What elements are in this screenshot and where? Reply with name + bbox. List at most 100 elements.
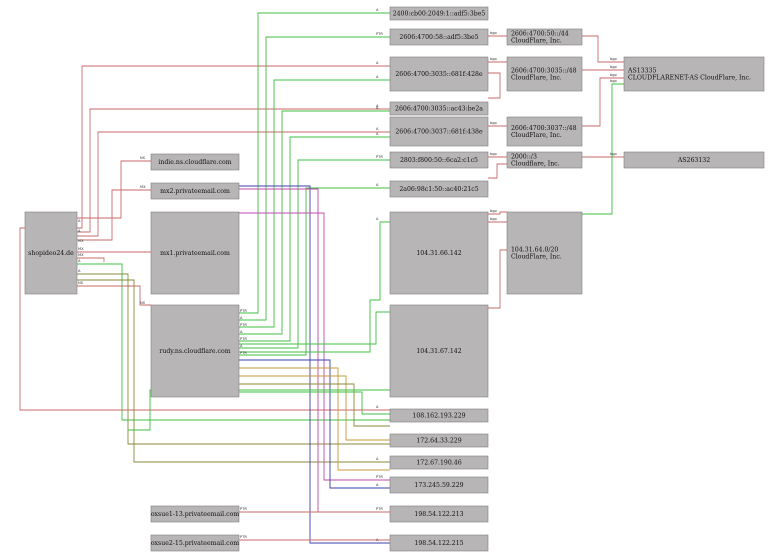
- edge-label: A: [376, 538, 379, 542]
- edge-label: A: [240, 316, 243, 320]
- node-box: [389, 151, 489, 169]
- edge-label: A: [376, 75, 379, 79]
- node-box: [150, 534, 240, 552]
- node-ip6[interactable]: 173.245.59.229: [389, 476, 489, 494]
- node-ip4[interactable]: 172.64.33.229: [389, 433, 489, 448]
- edge-line: [239, 375, 390, 441]
- edge-line: [488, 163, 507, 179]
- node-v6e[interactable]: 2606:4700:3037::681f:438e: [389, 116, 489, 147]
- node-box: [506, 28, 583, 46]
- edge-label: A: [376, 8, 379, 12]
- node-label: 2606:4700:50::/44: [511, 30, 569, 37]
- node-v6b[interactable]: 2606:4700:58::adf5:3be5: [389, 28, 489, 46]
- node-label: 198.54.122.215: [414, 540, 463, 547]
- edge-label: A: [78, 269, 81, 273]
- edge-line: [19, 227, 390, 411]
- node-ip5[interactable]: 172.67.190.46: [389, 455, 489, 470]
- edge-line: [77, 263, 390, 421]
- edge-line: [488, 211, 507, 215]
- node-mx2[interactable]: mx2.privateemail.com: [150, 182, 240, 200]
- edge-label: NS: [140, 301, 146, 305]
- node-label: oxsue1-13.privateemail.com: [151, 511, 239, 518]
- edge-label: PTR: [376, 32, 383, 36]
- node-label: 104.31.66.142: [416, 250, 461, 257]
- node-box: [389, 6, 489, 21]
- node-domain[interactable]: shopideo24.de: [24, 211, 78, 295]
- edge-label: A: [78, 219, 81, 223]
- node-v6g[interactable]: 2a06:98c1:50::ac40:21c5: [389, 180, 489, 198]
- edge-label: bgp: [490, 209, 498, 213]
- edge-label: A: [376, 457, 379, 461]
- node-indie[interactable]: indie.ns.cloudflare.com: [150, 153, 240, 171]
- node-box: [389, 408, 489, 423]
- edge-labels-layer: AAANSMXMXMXAANSAAMXNSAAAPTRPTRAAPTRAAAPT…: [78, 8, 618, 542]
- node-label: shopideo24.de: [28, 250, 74, 257]
- edge-label: A: [376, 217, 379, 221]
- node-oxsus15[interactable]: oxsue2-15.privateemail.com: [150, 534, 240, 552]
- edge-label: A: [376, 183, 379, 187]
- node-label: 198.54.122.213: [414, 511, 463, 518]
- node-ip3[interactable]: 108.162.193.229: [389, 408, 489, 423]
- node-label: 2606:4700:58::adf5:3be5: [399, 34, 478, 41]
- node-label: mx1.privateemail.com: [160, 250, 230, 257]
- node-v6f[interactable]: 2803:f800:50::6ca2:c1c5: [389, 151, 489, 169]
- edge-label: MX: [78, 239, 84, 243]
- node-rudy[interactable]: rudy.ns.cloudflare.com: [150, 304, 240, 398]
- edge-line: [77, 257, 105, 262]
- node-v6d[interactable]: 2606:4700:3035::ac43:be2a: [389, 101, 489, 116]
- node-label: 104.31.64.0/20: [511, 246, 558, 253]
- edge-label: PTR: [240, 309, 247, 313]
- edge-label: PTR: [376, 475, 383, 479]
- edge-label: bgp: [610, 65, 618, 69]
- node-box: [389, 101, 489, 116]
- edge-line: [239, 311, 390, 345]
- edge-line: [582, 35, 624, 63]
- node-box: [389, 505, 489, 523]
- node-ip1[interactable]: 104.31.66.142: [389, 211, 489, 295]
- node-label: Cloudflare, Inc.: [511, 161, 560, 168]
- edge-label: MX: [140, 185, 146, 189]
- edge-label: bgp: [610, 79, 618, 83]
- edge-label: PTR: [240, 323, 247, 327]
- node-ip2[interactable]: 104.31.67.142: [389, 304, 489, 398]
- node-label: 104.31.67.142: [416, 348, 461, 355]
- edge-line: [239, 188, 390, 513]
- node-label: 2606:4700:3035::/48: [511, 67, 577, 74]
- edge-line: [488, 72, 501, 99]
- edge-line: [77, 65, 390, 229]
- node-mx1[interactable]: mx1.privateemail.com: [150, 211, 240, 295]
- node-box: [506, 211, 583, 295]
- node-v6a[interactable]: 2400:cb00:2049:1::adf5:3be5: [389, 6, 489, 21]
- edges-layer: [19, 12, 624, 544]
- node-label: 2000::/3: [511, 153, 537, 160]
- node-ip7[interactable]: 198.54.122.213: [389, 505, 489, 523]
- node-box: [389, 455, 489, 470]
- node-label: AS263132: [677, 157, 710, 164]
- node-ip8[interactable]: 198.54.122.215: [389, 534, 489, 552]
- edge-label: A: [78, 259, 81, 263]
- node-box: [150, 505, 240, 523]
- edge-line: [239, 221, 390, 353]
- node-oxsus13[interactable]: oxsue1-13.privateemail.com: [150, 505, 240, 523]
- edge-label: A: [376, 483, 379, 487]
- edge-line: [239, 159, 390, 349]
- edge-label: PTR: [376, 507, 383, 511]
- edge-line: [239, 110, 390, 335]
- edge-label: bgp: [490, 217, 498, 221]
- node-label: indie.ns.cloudflare.com: [158, 159, 231, 166]
- node-as2[interactable]: AS263132: [623, 151, 765, 169]
- edge-line: [239, 12, 390, 314]
- edge-label: A: [376, 104, 379, 108]
- edge-label: bgp: [610, 57, 618, 61]
- node-box: [623, 56, 765, 92]
- node-v6c[interactable]: 2606:4700:3035::681f:428e: [389, 56, 489, 92]
- node-box: [389, 116, 489, 147]
- node-box: [389, 211, 489, 295]
- nodes-layer: shopideo24.de indie.ns.cloudflare.com mx2.…: [24, 6, 765, 552]
